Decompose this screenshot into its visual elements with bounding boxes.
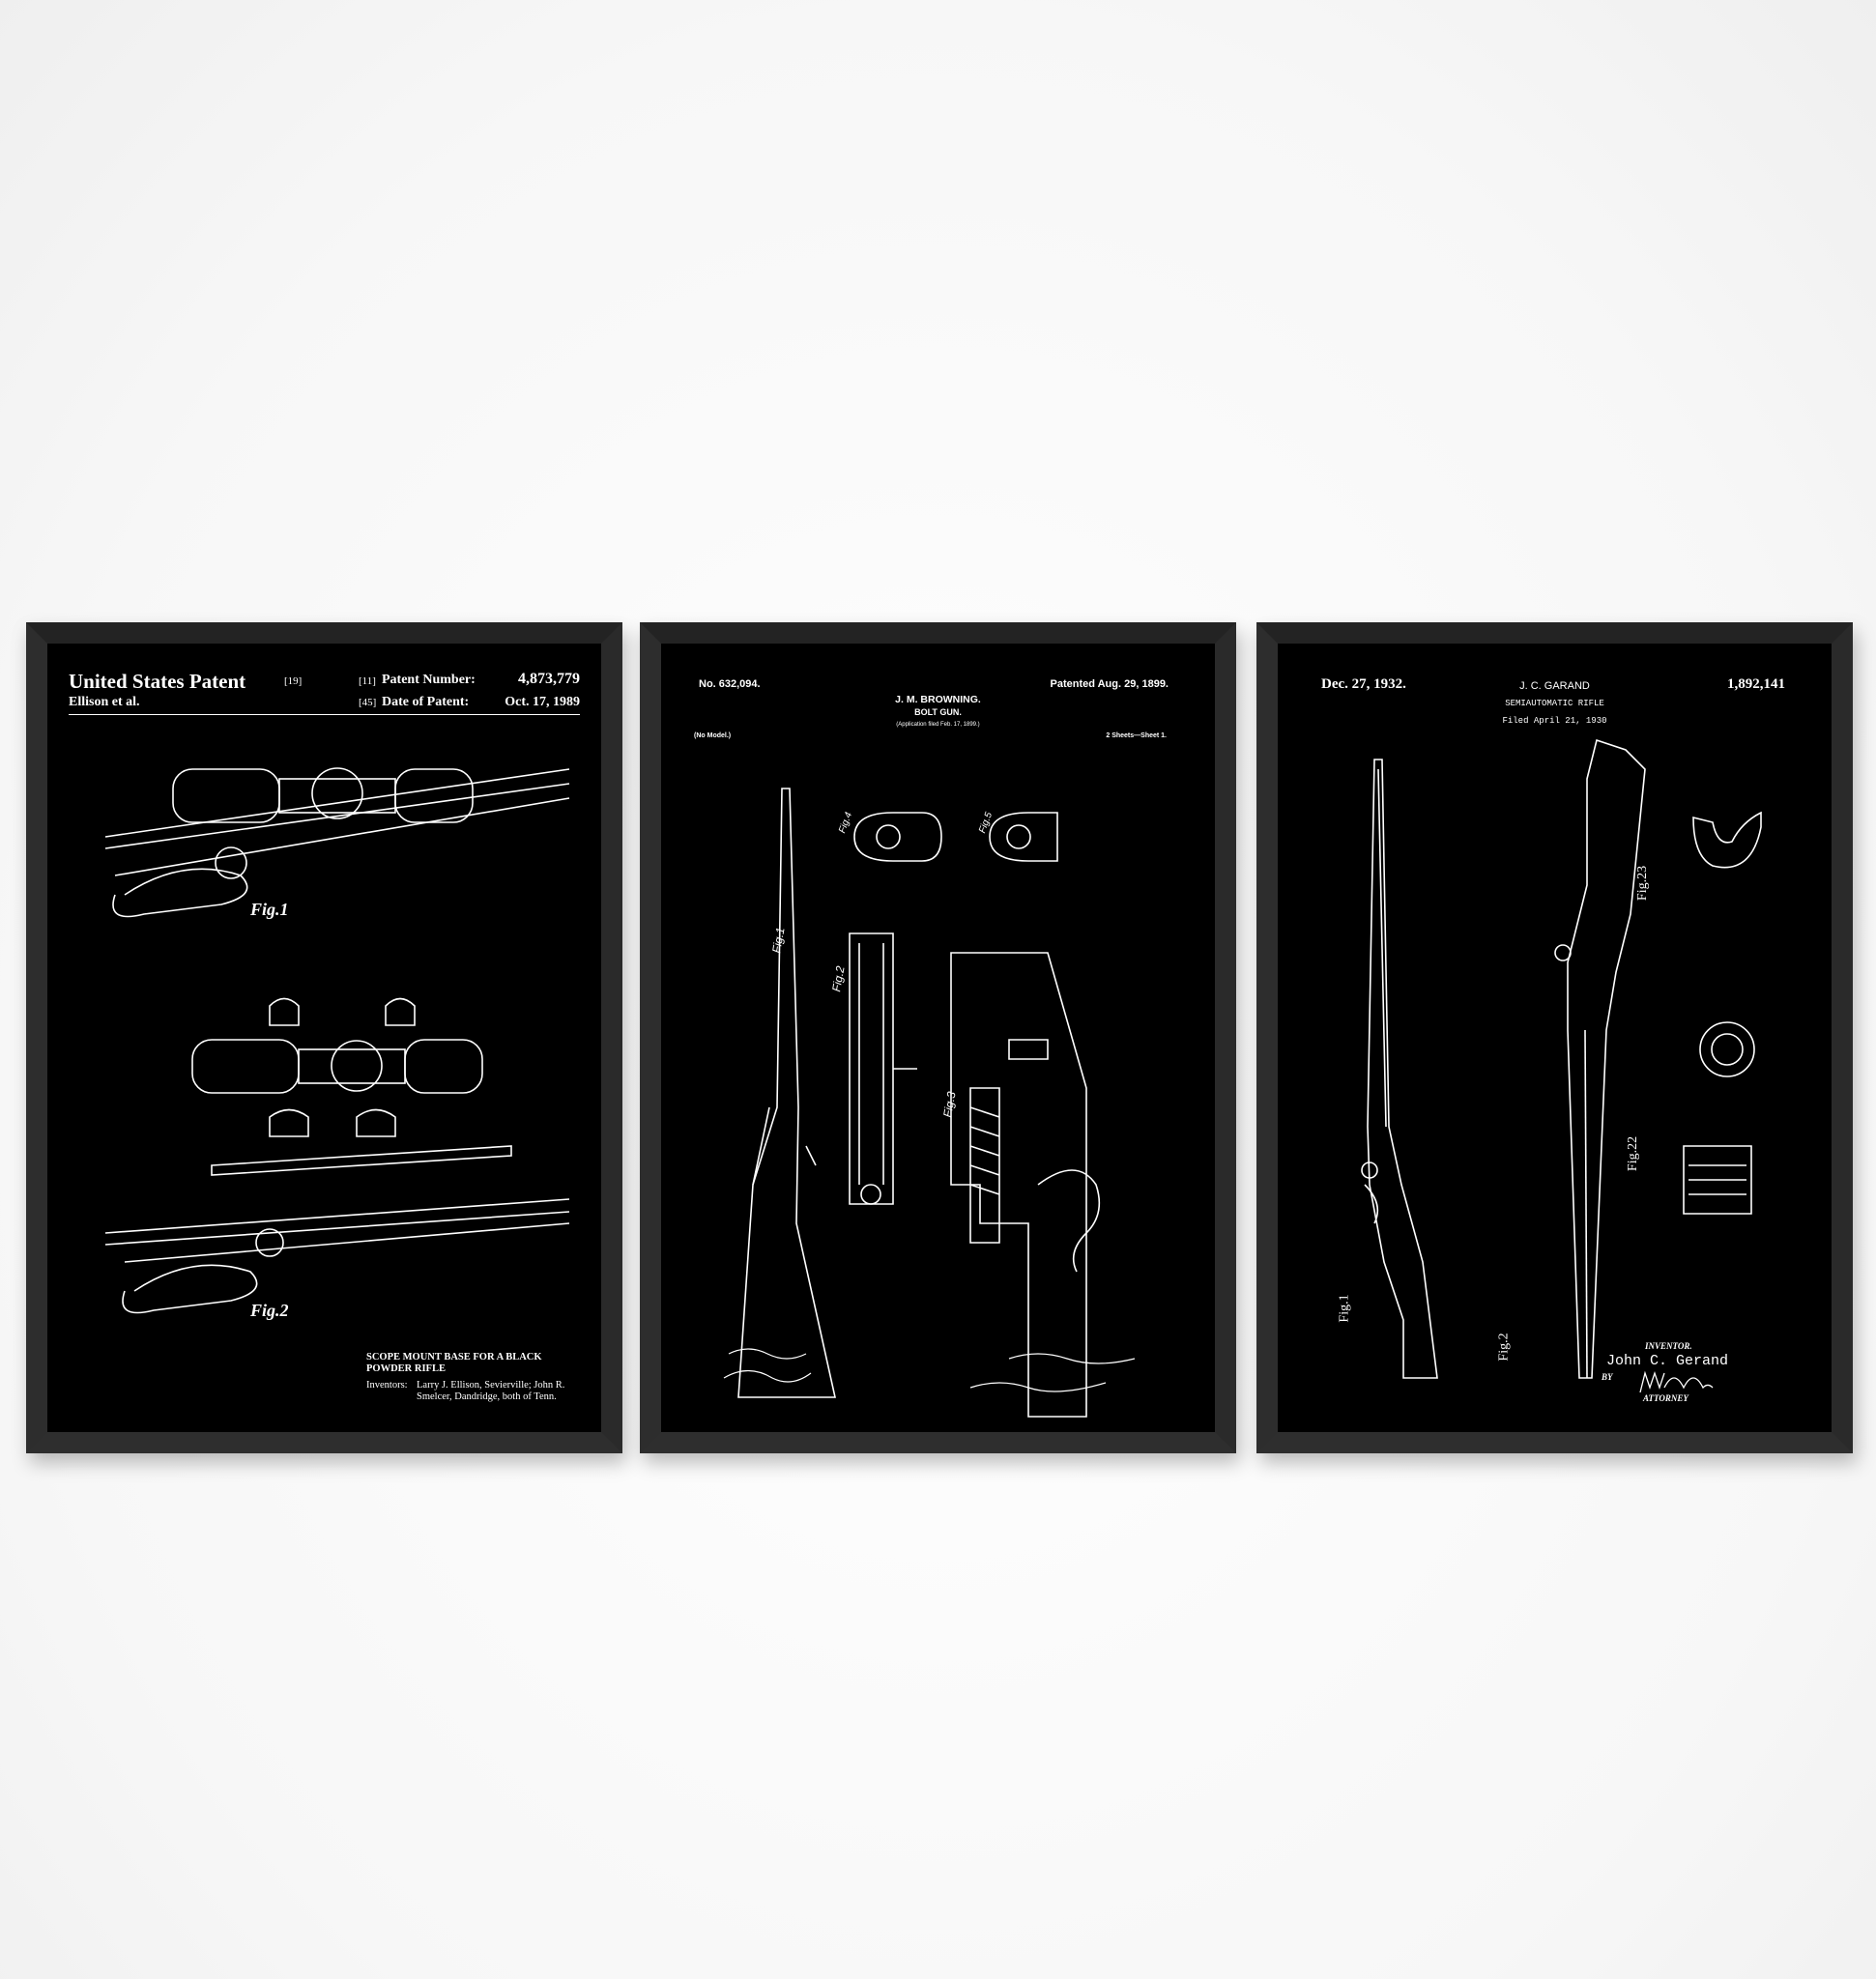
figure-label: Fig.2 — [250, 1301, 289, 1320]
semiautomatic-rifle-drawing — [1361, 738, 1762, 1379]
inventors-label: Inventors: — [366, 1380, 408, 1391]
number-label: Patent Number: — [382, 673, 476, 687]
date-label: Date of Patent: — [382, 695, 470, 709]
scope-mount-drawing — [104, 767, 570, 1314]
model-note: (No Model.) — [694, 732, 732, 739]
patent-date: Dec. 27, 1932. — [1321, 676, 1406, 692]
invention-title: SEMIAUTOMATIC RIFLE — [1505, 699, 1604, 708]
filed-date: Filed April 21, 1930 — [1502, 716, 1607, 726]
attorney-label: ATTORNEY — [1643, 1393, 1688, 1403]
figure-label: Fig.1 — [250, 900, 289, 919]
inventor: J. M. BROWNING. — [895, 694, 981, 705]
inventors: Larry J. Ellison, Sevierville; John R. S… — [417, 1380, 565, 1402]
date-ref: [45] — [359, 697, 377, 708]
patent-date: Oct. 17, 1989 — [505, 695, 580, 709]
poster-frame-bolt-gun: No. 632,094. Patented Aug. 29, 1899. J. … — [640, 622, 1236, 1453]
patent-title: United States Patent — [69, 670, 246, 693]
inventor-signature: John C. Gerand — [1606, 1353, 1729, 1369]
patent-number: No. 632,094. — [699, 678, 761, 690]
sheets-note: 2 Sheets—Sheet 1. — [1106, 732, 1167, 739]
patent-number: 1,892,141 — [1727, 676, 1785, 692]
attorney-signature — [1639, 1370, 1714, 1393]
poster-bolt-gun: No. 632,094. Patented Aug. 29, 1899. J. … — [661, 644, 1215, 1432]
poster-semiautomatic-rifle: Dec. 27, 1932. J. C. GARAND 1,892,141 SE… — [1278, 644, 1832, 1432]
inventor-label: INVENTOR. — [1645, 1341, 1692, 1351]
assignee: Ellison et al. — [69, 695, 140, 709]
number-ref: [11] — [359, 675, 376, 687]
invention-title: SCOPE MOUNT BASE FOR A BLACK POWDER RIFL… — [366, 1352, 542, 1374]
application-date: (Application filed Feb. 17, 1899.) — [896, 722, 980, 728]
by-label: BY — [1602, 1372, 1613, 1382]
inventor: J. C. GARAND — [1519, 680, 1590, 692]
patent-date: Patented Aug. 29, 1899. — [1050, 678, 1169, 690]
poster-frame-scope-mount: United States Patent [19] Ellison et al.… — [26, 622, 622, 1453]
header-rule — [69, 714, 580, 715]
title-ref: [19] — [284, 675, 303, 687]
bolt-gun-drawing — [737, 788, 1101, 1418]
patent-number: 4,873,779 — [518, 671, 580, 687]
poster-frame-semiautomatic-rifle: Dec. 27, 1932. J. C. GARAND 1,892,141 SE… — [1256, 622, 1853, 1453]
signatures-drawing — [723, 1348, 1136, 1392]
poster-scope-mount: United States Patent [19] Ellison et al.… — [47, 644, 601, 1432]
invention-title: BOLT GUN. — [914, 707, 962, 717]
